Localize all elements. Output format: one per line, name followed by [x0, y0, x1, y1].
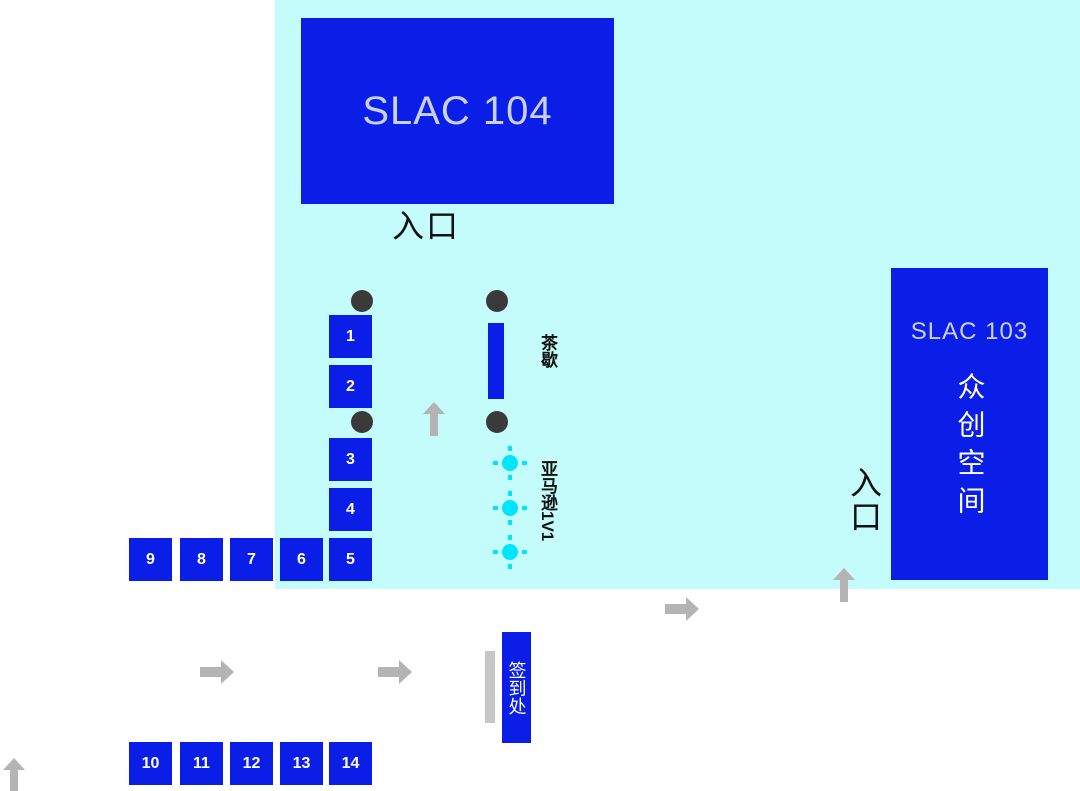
booth-5: 5 [329, 538, 372, 581]
booth-8: 8 [180, 538, 223, 581]
room-slac-104: SLAC 104 [301, 18, 614, 204]
arrow-up-icon [423, 402, 445, 436]
amazon-seat-icon [502, 500, 518, 516]
booth-3: 3 [329, 438, 372, 481]
pillar-dot [486, 411, 508, 433]
booth-12: 12 [230, 742, 273, 785]
booth-10: 10 [129, 742, 172, 785]
booth-2: 2 [329, 365, 372, 408]
booth-11: 11 [180, 742, 223, 785]
entrance-right-label: 入口 [846, 466, 882, 534]
tea-break-counter [488, 323, 504, 399]
booth-1: 1 [329, 315, 372, 358]
pillar-dot [351, 411, 373, 433]
pillar-dot [486, 290, 508, 312]
room-slac-103-label: SLAC 103 [910, 318, 1029, 345]
amazon-seat-icon [502, 455, 518, 471]
booth-13: 13 [280, 742, 323, 785]
booth-4: 4 [329, 488, 372, 531]
arrow-right-icon [378, 660, 412, 684]
amazon-seats [493, 446, 527, 569]
booth-7: 7 [230, 538, 273, 581]
checkin-label: 签到处 [506, 660, 527, 715]
arrow-right-icon [200, 660, 234, 684]
arrow-up-icon [3, 758, 25, 791]
room-slac-104-label: SLAC 104 [362, 88, 553, 133]
booth-6: 6 [280, 538, 323, 581]
booth-14: 14 [329, 742, 372, 785]
room-slac-103-sub: 众创空间 [954, 372, 986, 524]
booth-9: 9 [129, 538, 172, 581]
entrance-top-label: 入口 [392, 208, 461, 244]
amazon-seat-icon [502, 544, 518, 560]
checkin-desk: 签到处 [502, 632, 531, 743]
arrow-right-icon [665, 597, 699, 621]
pillar-dot [351, 290, 373, 312]
amazon-1v1-label: 亚马逊1V1 [538, 460, 557, 542]
checkin-divider [485, 651, 495, 723]
tea-break-label: 茶歇 [538, 334, 557, 368]
room-slac-103: SLAC 103 众创空间 [891, 268, 1048, 580]
arrow-up-icon [833, 568, 855, 602]
